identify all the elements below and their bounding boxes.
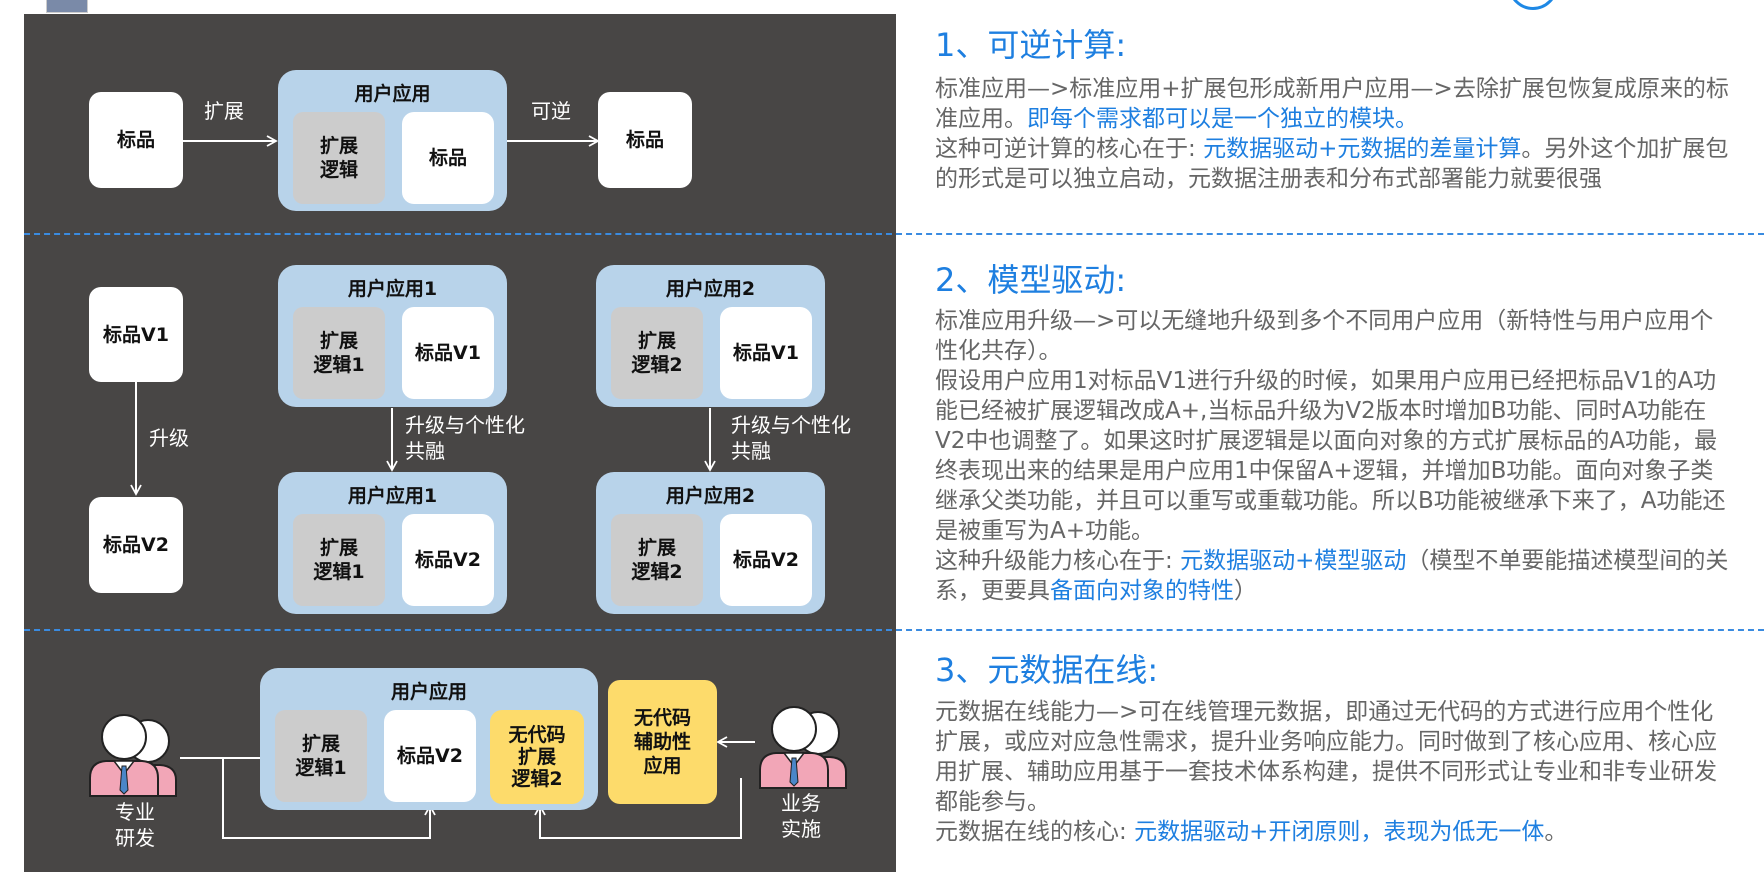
section-2-title: 2、模型驱动: bbox=[935, 261, 1127, 299]
logo-fragment bbox=[46, 0, 88, 13]
text-segment: 假设用户应用1对标品V1进行升级的时候，如果用户应用已经把标品V1的A功能已经被… bbox=[935, 368, 1726, 544]
text-segment: 。另外这个加扩展包的形式是可以独立启动，元数据注册表和分布式部署能力就要很强 bbox=[935, 136, 1729, 192]
standard-v1-inner-1: 标品V1 bbox=[402, 307, 494, 399]
user-app-2-top: 用户应用2 扩展 逻辑2 标品V1 bbox=[596, 265, 825, 407]
standard-box-left-label: 标品 bbox=[116, 129, 155, 151]
arrow-biz-to-nocode bbox=[534, 778, 742, 839]
text-segment: 。 bbox=[1544, 819, 1568, 845]
highlight-segment: 元数据驱动+模型驱动 bbox=[1180, 548, 1407, 574]
section-2-line-1: 标准应用升级—>可以无缝地升级到多个不同用户应用（新特性与用户应用个性化共存）。 bbox=[935, 306, 1735, 366]
section-1-line-2: 这种可逆计算的核心在于: 元数据驱动+元数据的差量计算。另外这个加扩展包的形式是… bbox=[935, 134, 1735, 194]
text-segment: 元数据在线的核心: bbox=[935, 819, 1135, 845]
text-segment: 这种升级能力核心在于: bbox=[935, 548, 1181, 574]
section-3-line-1: 元数据在线能力—>可在线管理元数据，即通过无代码的方式进行应用个性化扩展，或应对… bbox=[935, 697, 1735, 817]
section-3-line-2: 元数据在线的核心: 元数据驱动+开闭原则，表现为低无一体。 bbox=[935, 817, 1735, 847]
user-app-2-top-title: 用户应用2 bbox=[665, 278, 756, 300]
standard-v1-inner-2: 标品V1 bbox=[720, 307, 812, 399]
user-app-1-top: 用户应用1 扩展 逻辑1 标品V1 bbox=[278, 265, 507, 407]
upgrade-label: 升级 bbox=[149, 426, 189, 450]
user-app-2-bottom-title: 用户应用2 bbox=[665, 485, 756, 507]
arrow-dev-to-std bbox=[222, 758, 436, 839]
business-person-icon bbox=[759, 706, 847, 789]
user-app-online-title: 用户应用 bbox=[390, 681, 467, 703]
user-app-1-bottom-title: 用户应用1 bbox=[347, 485, 438, 507]
section-2-line-3: 这种升级能力核心在于: 元数据驱动+模型驱动（模型不单要能描述模型间的关系，更要… bbox=[935, 546, 1735, 606]
user-app-2-bottom: 用户应用2 扩展 逻辑2 标品V2 bbox=[596, 472, 825, 614]
text-segment: 元数据在线能力—>可在线管理元数据，即通过无代码的方式进行应用个性化扩展，或应对… bbox=[935, 699, 1717, 815]
standard-v1-box: 标品V1 bbox=[89, 287, 183, 382]
section-1-body: 标准应用—>标准应用+扩展包形成新用户应用—>去除扩展包恢复成原来的标准应用。即… bbox=[935, 74, 1735, 194]
extension-logic-1-top: 扩展 逻辑1 bbox=[293, 307, 385, 399]
highlight-segment: 元数据驱动+元数据的差量计算 bbox=[1203, 136, 1522, 162]
section-3-body: 元数据在线能力—>可在线管理元数据，即通过无代码的方式进行应用个性化扩展，或应对… bbox=[935, 697, 1735, 847]
section-2-line-2: 假设用户应用1对标品V1进行升级的时候，如果用户应用已经把标品V1的A功能已经被… bbox=[935, 366, 1735, 546]
user-app-1-top-title: 用户应用1 bbox=[347, 278, 438, 300]
developer-label: 专业 研发 bbox=[115, 800, 155, 850]
highlight-segment: 元数据驱动+开闭原则，表现为低无一体 bbox=[1134, 819, 1545, 845]
user-app-title: 用户应用 bbox=[354, 83, 431, 105]
extension-logic-2-top: 扩展 逻辑2 bbox=[611, 307, 703, 399]
user-app-online: 用户应用 扩展 逻辑1 标品V2 无代码 扩展 逻辑2 bbox=[260, 668, 598, 810]
developer-person-icon bbox=[89, 714, 177, 797]
reversible-label: 可逆 bbox=[531, 99, 571, 123]
extension-logic-box: 扩展 逻辑 bbox=[293, 112, 385, 204]
standard-v2-inner-2: 标品V2 bbox=[720, 514, 812, 606]
nocode-auxiliary-app: 无代码 辅助性 应用 bbox=[608, 680, 717, 804]
extension-logic-1-bottom: 扩展 逻辑1 bbox=[293, 514, 385, 606]
section-3-title: 3、元数据在线: bbox=[935, 651, 1159, 689]
standard-v2-online: 标品V2 bbox=[384, 710, 476, 802]
business-label: 业务 实施 bbox=[781, 791, 821, 841]
extension-logic-1-online: 扩展 逻辑1 bbox=[275, 710, 367, 802]
text-segment: 标准应用—>标准应用+扩展包形成新用户应用—>去除扩展包恢复成原来的标准应用。 bbox=[935, 76, 1729, 132]
highlight-segment: 即每个需求都可以是一个独立的模块。 bbox=[1027, 106, 1418, 132]
section-2-body: 标准应用升级—>可以无缝地升级到多个不同用户应用（新特性与用户应用个性化共存）。… bbox=[935, 306, 1735, 606]
merge-label-1: 升级与个性化 共融 bbox=[405, 413, 525, 463]
text-segment: ） bbox=[1234, 578, 1257, 604]
text-segment: （模型不单要能描述模型间的关系，更要具 bbox=[935, 548, 1729, 604]
highlight-segment: 备面向对象的特性 bbox=[1050, 578, 1234, 604]
text-segment: 标准应用升级—>可以无缝地升级到多个不同用户应用（新特性与用户应用个性化共存）。 bbox=[935, 308, 1714, 364]
extension-logic-2-bottom: 扩展 逻辑2 bbox=[611, 514, 703, 606]
standard-box-inner: 标品 bbox=[402, 112, 494, 204]
section-divider-2 bbox=[24, 629, 1764, 631]
standard-box-right: 标品 bbox=[598, 92, 692, 188]
nocode-extension-logic: 无代码 扩展 逻辑2 bbox=[490, 710, 584, 804]
text-segment: 这种可逆计算的核心在于: bbox=[935, 136, 1204, 162]
section-1-title: 1、可逆计算: bbox=[935, 26, 1127, 64]
section-1-line-1: 标准应用—>标准应用+扩展包形成新用户应用—>去除扩展包恢复成原来的标准应用。即… bbox=[935, 74, 1735, 134]
merge-label-2: 升级与个性化 共融 bbox=[731, 413, 851, 463]
standard-v2-box: 标品V2 bbox=[89, 497, 183, 593]
extend-label: 扩展 bbox=[204, 99, 244, 123]
section-divider-1 bbox=[24, 233, 1764, 235]
standard-box-left: 标品 bbox=[89, 92, 183, 188]
user-app-box: 用户应用 扩展 逻辑 标品 bbox=[278, 70, 507, 211]
standard-v2-inner-1: 标品V2 bbox=[402, 514, 494, 606]
user-app-1-bottom: 用户应用1 扩展 逻辑1 标品V2 bbox=[278, 472, 507, 614]
